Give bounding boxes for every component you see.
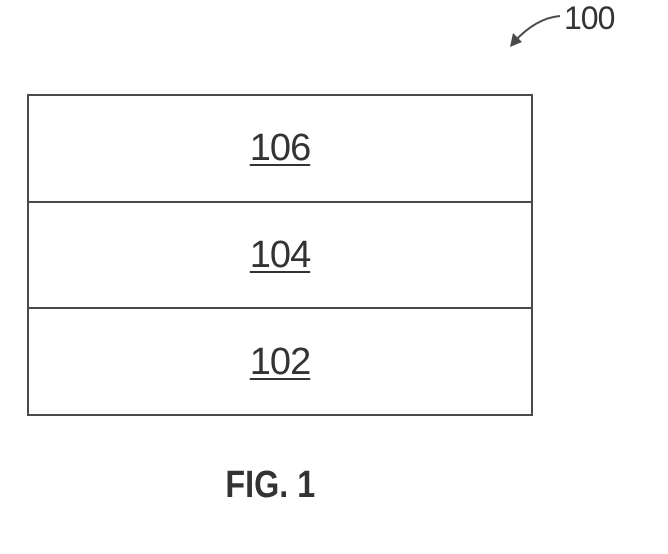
layer-bottom: 102: [29, 307, 531, 414]
layer-label-middle: 104: [250, 236, 310, 274]
layer-label-top: 106: [250, 129, 310, 167]
layer-label-bottom: 102: [250, 343, 310, 381]
reference-numeral: 100: [564, 2, 614, 34]
layer-stack: 106 104 102: [27, 94, 533, 416]
figure-caption: FIG. 1: [41, 466, 500, 504]
layer-middle: 104: [29, 201, 531, 308]
reference-callout: 100: [500, 0, 640, 60]
layer-top: 106: [29, 96, 531, 201]
